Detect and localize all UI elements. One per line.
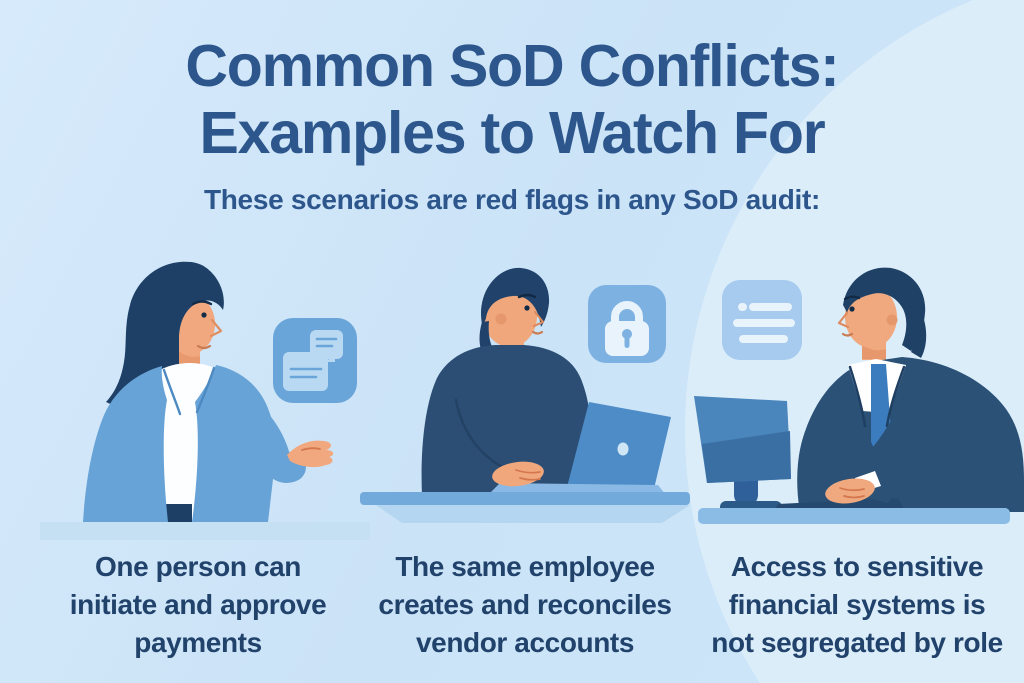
documents-exchange-icon — [273, 318, 357, 403]
page-subtitle: These scenarios are red flags in any SoD… — [203, 184, 821, 215]
scenario-caption-1: One person can initiate and approve paym… — [53, 548, 343, 662]
title-line-1: Common SoD Conflicts: — [185, 33, 839, 99]
caption-line: One person can — [94, 551, 301, 582]
caption-line: not segregated by role — [711, 627, 1003, 658]
scenario-caption-3: Access to sensitive financial systems is… — [700, 548, 1014, 662]
caption-line: Access to sensitive — [730, 551, 984, 582]
title-line-2: Examples to Watch For — [199, 100, 825, 166]
typing-hand — [492, 461, 544, 487]
document-lines-icon — [722, 280, 802, 360]
desk-surface — [698, 508, 1010, 524]
lock-icon — [588, 285, 666, 363]
woman-figure — [83, 261, 334, 522]
man-in-suit-figure — [772, 267, 1024, 514]
scenario-caption-2: The same employee creates and reconciles… — [363, 548, 687, 662]
caption-line: vendor accounts — [415, 627, 635, 658]
desktop-monitor — [694, 396, 791, 513]
man-at-laptop-figure — [421, 267, 591, 496]
illustration-woman-gesturing — [40, 252, 370, 540]
header: Common SoD Conflicts: Examples to Watch … — [0, 33, 1024, 216]
desk-surface — [40, 522, 370, 540]
desk-shadow — [376, 505, 690, 523]
illustration-man-at-laptop — [360, 250, 690, 540]
caption-line: creates and reconciles — [378, 589, 672, 620]
illustration-man-at-desktop — [690, 250, 1024, 540]
desk-surface — [360, 492, 690, 505]
caption-line: initiate and approve — [69, 589, 327, 620]
caption-line: financial systems is — [728, 589, 986, 620]
caption-line: payments — [134, 627, 262, 658]
page-title: Common SoD Conflicts: Examples to Watch … — [0, 33, 1024, 167]
caption-line: The same employee — [395, 551, 655, 582]
